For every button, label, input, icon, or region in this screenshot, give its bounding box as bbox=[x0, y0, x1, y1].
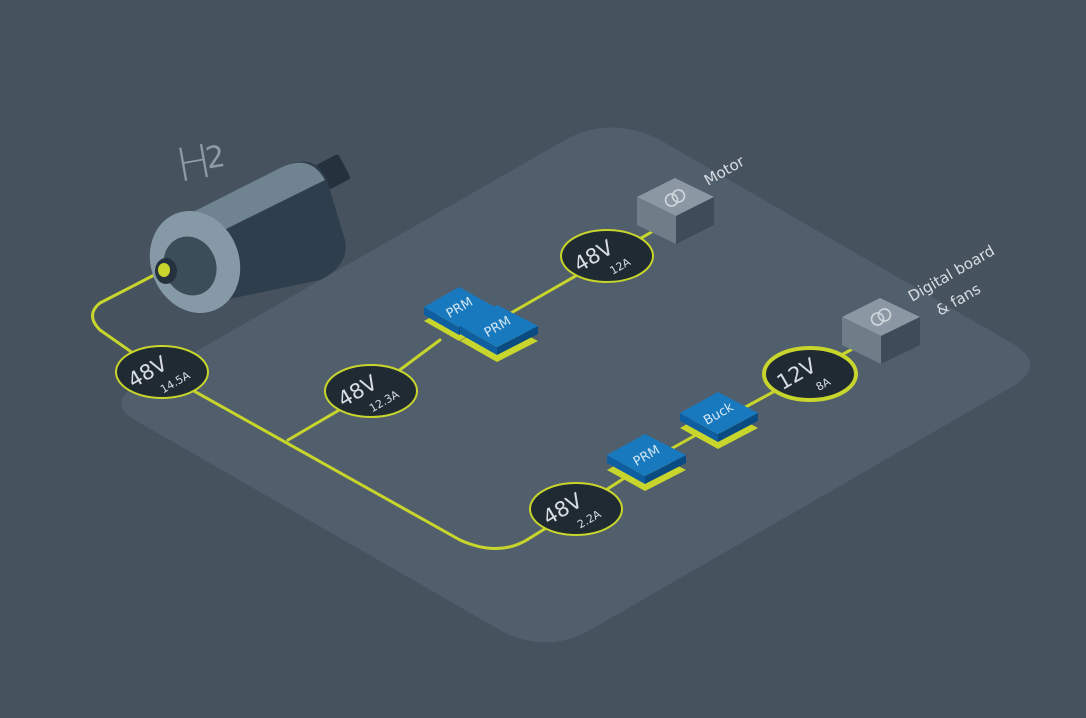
badge-digital: 48V 2.2A bbox=[529, 482, 623, 536]
badge-branch: 48V 12.3A bbox=[324, 364, 418, 418]
badge-12v-current: 8A bbox=[814, 375, 833, 394]
badge-12v: 12V 8A bbox=[762, 346, 858, 402]
board-plate bbox=[121, 127, 1030, 643]
motor-load-box bbox=[637, 178, 714, 244]
circuit-symbol-icon bbox=[664, 189, 686, 207]
prm-module-2: PRM bbox=[460, 305, 538, 362]
fuel-cell-cylinder bbox=[149, 154, 350, 313]
circuit-symbol-icon bbox=[870, 308, 892, 326]
badge-main: 48V 14.5A bbox=[115, 345, 209, 399]
prm-module-3: PRM bbox=[607, 434, 686, 491]
buck-module: Buck bbox=[680, 392, 758, 449]
badge-motor: 48V 12A bbox=[560, 229, 654, 283]
digital-board-load-box bbox=[842, 298, 920, 364]
